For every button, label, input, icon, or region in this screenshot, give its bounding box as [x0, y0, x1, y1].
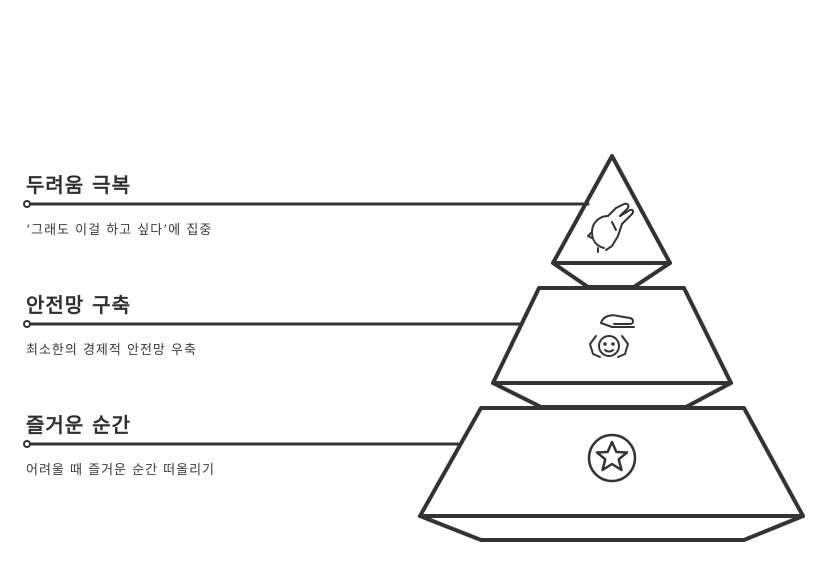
- level-1-title: 두려움 극복: [26, 173, 131, 197]
- connector-3: [23, 440, 460, 448]
- level-2-title: 안전망 구축: [26, 293, 131, 317]
- pyramid-tier-bottom: [418, 406, 805, 542]
- star-badge-icon: [587, 433, 637, 483]
- pyramid-tier-middle: [491, 286, 733, 409]
- level-3-title: 즐거운 순간: [26, 413, 131, 437]
- protected-person-icon: [589, 314, 635, 358]
- head-hand-icon: [587, 202, 635, 253]
- level-3-description: 어려울 때 즐거운 순간 떠올리기: [26, 463, 216, 478]
- level-2-description: 최소한의 경제적 안전망 우축: [26, 343, 197, 358]
- level-1-description: ‘그래도 이걸 하고 싶다’에 집중: [26, 223, 213, 238]
- connector-2: [23, 320, 523, 328]
- connector-1: [23, 200, 590, 208]
